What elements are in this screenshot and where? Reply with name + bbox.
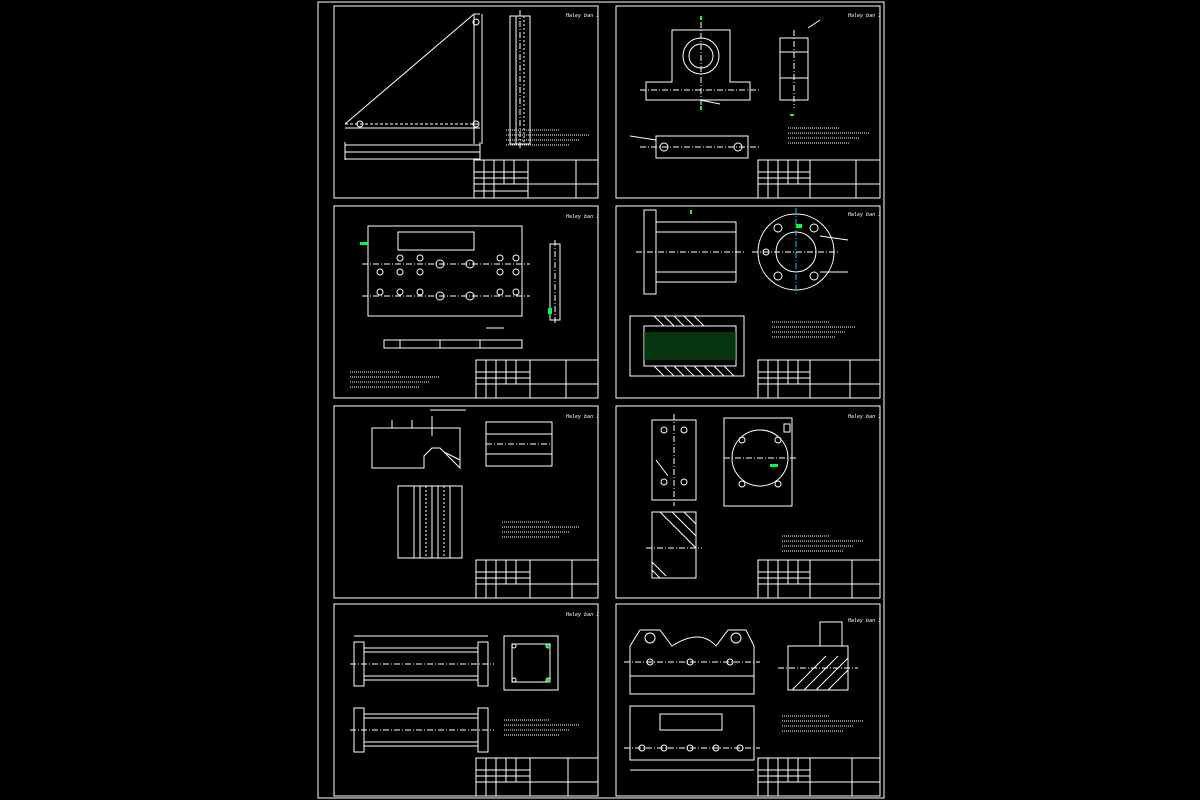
sheet-4-accent-marks bbox=[644, 210, 802, 360]
sheet-6[interactable] bbox=[615, 405, 881, 599]
sheet-2-signature: Haley ban 1 bbox=[847, 13, 881, 19]
sheet-7-accent-marks bbox=[547, 645, 550, 682]
sheet-2[interactable] bbox=[615, 5, 881, 199]
sheet-3-accent-marks bbox=[360, 242, 552, 314]
sheet-7-signature: Haley ban 1 bbox=[565, 612, 599, 618]
sheet-6-accent-marks bbox=[770, 464, 778, 467]
sheet-3[interactable] bbox=[333, 205, 599, 399]
sheet-2-accent-marks bbox=[700, 16, 794, 116]
sheet-7[interactable] bbox=[333, 603, 599, 797]
sheet-6-signature: Haley ban 1 bbox=[847, 414, 881, 420]
sheet-4[interactable] bbox=[615, 205, 881, 399]
sheet-1[interactable] bbox=[333, 5, 599, 199]
sheet-1-signature: Haley ban 1 bbox=[565, 13, 599, 19]
sheet-5[interactable] bbox=[333, 405, 599, 599]
sheet-8[interactable] bbox=[615, 603, 881, 797]
outer-border bbox=[317, 1, 885, 799]
sheet-5-signature: Haley ban 1 bbox=[565, 414, 599, 420]
sheet-3-signature: Haley ban 1 bbox=[565, 214, 599, 220]
sheet-4-signature: Haley ban 1 bbox=[847, 212, 881, 218]
sheet-8-signature: Haley ban 1 bbox=[847, 618, 881, 624]
